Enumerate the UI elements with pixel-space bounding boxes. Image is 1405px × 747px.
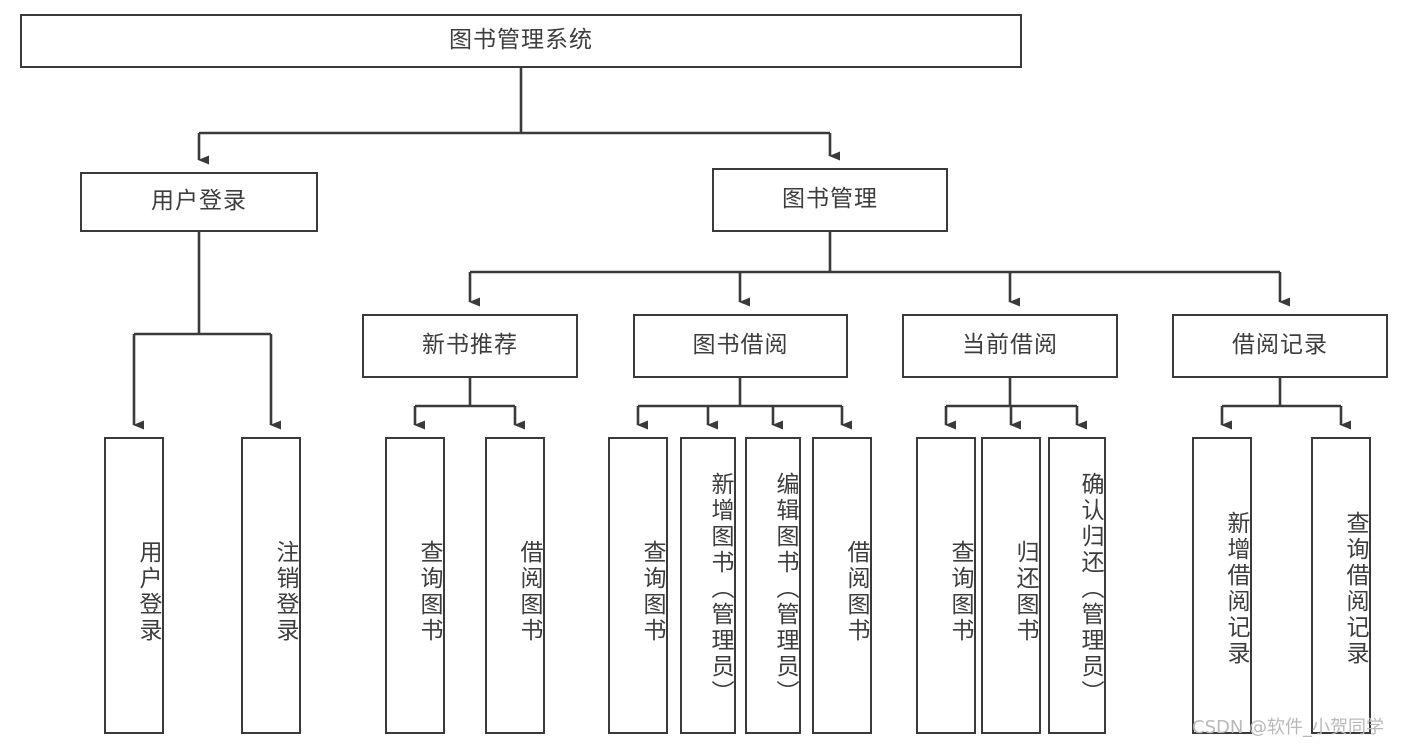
- leaf-user-login[interactable]: 用户登录: [104, 437, 164, 734]
- node-book-management[interactable]: 图书管理: [712, 168, 948, 232]
- node-current-borrow-label: 当前借阅: [962, 332, 1058, 359]
- leaf-add-book-label: 新增图书（管理员）: [707, 471, 733, 706]
- leaf-query-book-borrow[interactable]: 查询图书: [608, 437, 668, 734]
- node-user-login-label: 用户登录: [151, 188, 247, 215]
- node-borrow-record-label: 借阅记录: [1232, 332, 1328, 359]
- node-book-borrow[interactable]: 图书借阅: [633, 314, 848, 378]
- node-new-book-recommend[interactable]: 新书推荐: [362, 314, 578, 378]
- leaf-query-borrow-record[interactable]: 查询借阅记录: [1311, 437, 1371, 734]
- leaf-query-borrow-record-label: 查询借阅记录: [1342, 510, 1368, 667]
- leaf-borrow-book[interactable]: 借阅图书: [812, 437, 872, 734]
- leaf-confirm-return[interactable]: 确认归还（管理员）: [1048, 437, 1106, 734]
- leaf-query-book-recommend[interactable]: 查询图书: [385, 437, 445, 734]
- leaf-query-book-current[interactable]: 查询图书: [916, 437, 976, 734]
- node-book-borrow-label: 图书借阅: [692, 332, 789, 359]
- node-book-management-label: 图书管理: [782, 186, 878, 213]
- leaf-user-logout-label: 注销登录: [272, 539, 298, 644]
- leaf-borrow-book-recommend-label: 借阅图书: [516, 539, 542, 644]
- leaf-add-book[interactable]: 新增图书（管理员）: [680, 437, 736, 734]
- node-borrow-record[interactable]: 借阅记录: [1172, 314, 1388, 378]
- leaf-return-book[interactable]: 归还图书: [981, 437, 1041, 734]
- leaf-return-book-label: 归还图书: [1012, 539, 1038, 644]
- leaf-borrow-book-recommend[interactable]: 借阅图书: [485, 437, 545, 734]
- leaf-user-logout[interactable]: 注销登录: [241, 437, 301, 734]
- leaf-query-book-recommend-label: 查询图书: [416, 539, 442, 644]
- node-root-label: 图书管理系统: [449, 27, 593, 54]
- node-current-borrow[interactable]: 当前借阅: [902, 314, 1118, 378]
- leaf-edit-book-label: 编辑图书（管理员）: [772, 471, 798, 706]
- node-root[interactable]: 图书管理系统: [20, 14, 1022, 68]
- leaf-add-borrow-record-label: 新增借阅记录: [1223, 510, 1249, 667]
- leaf-edit-book[interactable]: 编辑图书（管理员）: [745, 437, 801, 734]
- node-new-book-recommend-label: 新书推荐: [422, 332, 518, 359]
- leaf-add-borrow-record[interactable]: 新增借阅记录: [1192, 437, 1252, 734]
- leaf-user-login-label: 用户登录: [135, 539, 161, 644]
- leaf-query-book-borrow-label: 查询图书: [639, 539, 665, 644]
- csdn-watermark: CSDN @软件_小贺同学: [1192, 717, 1385, 738]
- node-user-login[interactable]: 用户登录: [80, 172, 318, 232]
- leaf-confirm-return-label: 确认归还（管理员）: [1077, 471, 1103, 706]
- leaf-borrow-book-label: 借阅图书: [843, 539, 869, 644]
- leaf-query-book-current-label: 查询图书: [947, 539, 973, 644]
